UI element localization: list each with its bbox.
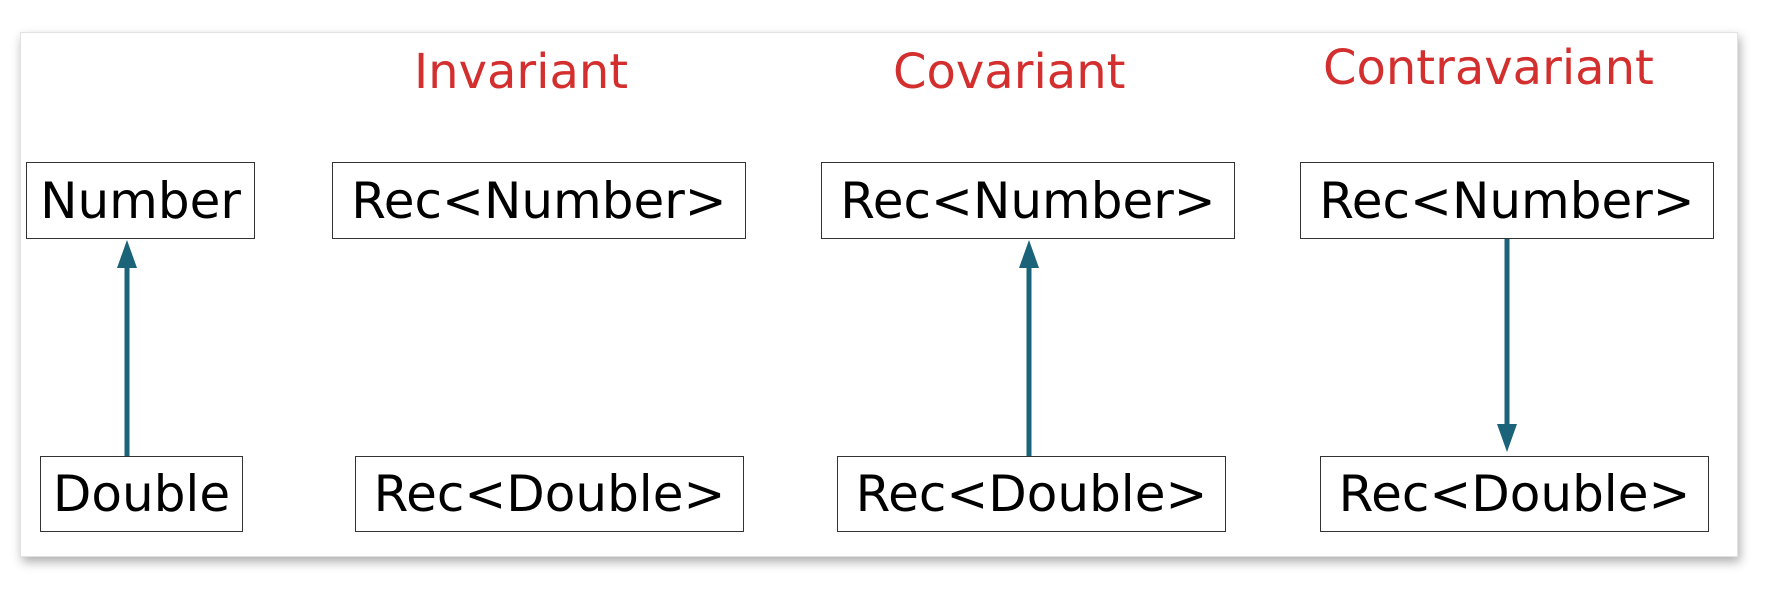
double-type-box: Double — [40, 456, 243, 532]
covariant-heading: Covariant — [893, 44, 1126, 100]
number-type-box: Number — [26, 162, 255, 239]
invariant-rec-number-box: Rec<Number> — [332, 162, 746, 239]
covariant-rec-number-box: Rec<Number> — [821, 162, 1235, 239]
invariant-rec-double-box: Rec<Double> — [355, 456, 744, 532]
contravariant-heading: Contravariant — [1323, 40, 1654, 96]
contravariant-rec-double-box: Rec<Double> — [1320, 456, 1709, 532]
invariant-heading: Invariant — [414, 44, 629, 100]
contravariant-rec-number-box: Rec<Number> — [1300, 162, 1714, 239]
covariant-rec-double-box: Rec<Double> — [837, 456, 1226, 532]
